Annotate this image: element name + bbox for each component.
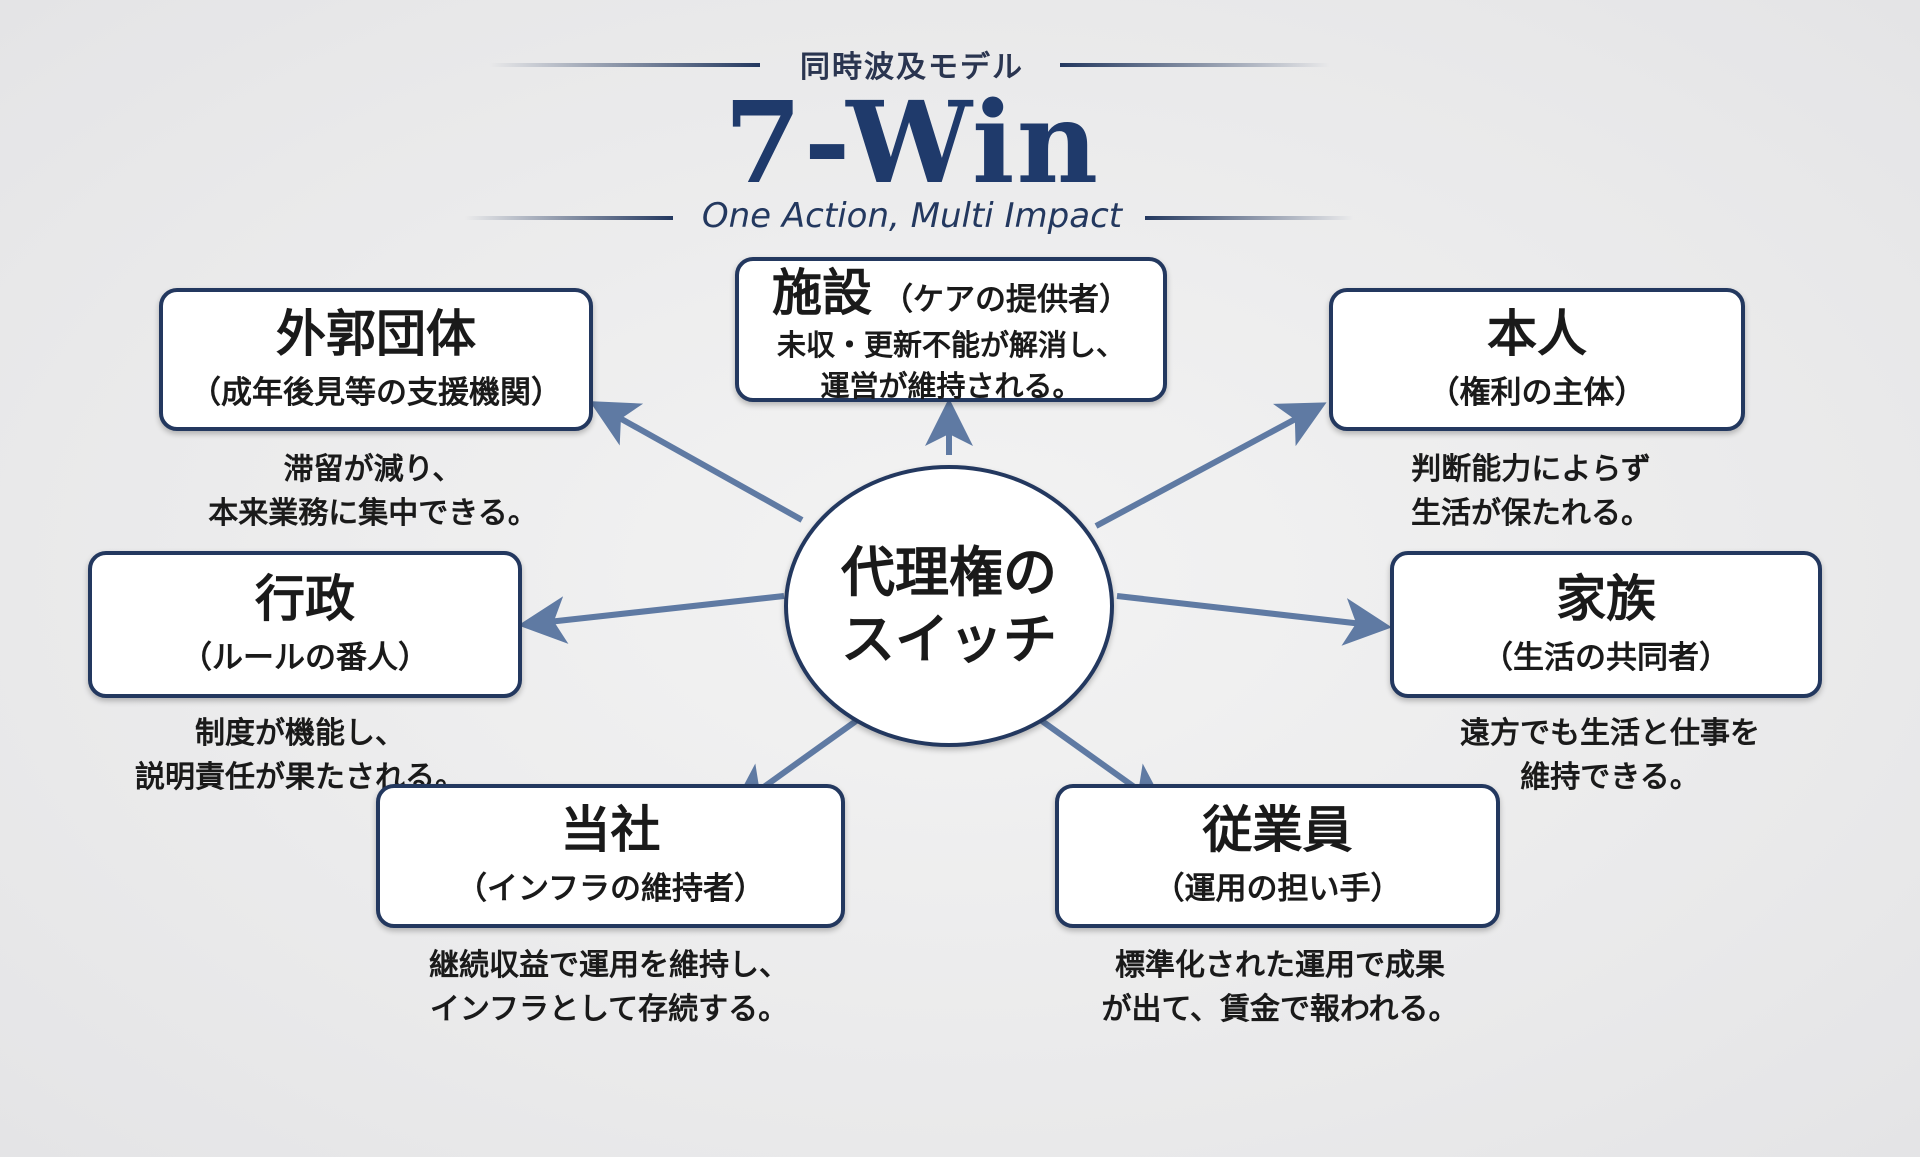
node-title: 外郭団体 xyxy=(276,304,476,363)
caption-line: 判断能力によらず xyxy=(1411,452,1651,487)
node-title: 従業員 xyxy=(1202,801,1353,860)
caption-employee: 標準化された運用で成果 が出て、賃金で報われる。 xyxy=(1060,944,1500,1031)
node-title: 施設 xyxy=(772,263,872,322)
caption-line: が出て、賃金で報われる。 xyxy=(1101,991,1459,1027)
node-role: （成年後見等の支援機関） xyxy=(190,374,562,411)
hub-circle: 代理権のスイッチ xyxy=(784,465,1114,747)
node-title: 行政 xyxy=(255,569,355,628)
caption-line: 本来業務に集中できる。 xyxy=(208,495,538,531)
node-title: 家族 xyxy=(1556,569,1656,628)
node-title: 当社 xyxy=(560,801,661,860)
node-facility: 施設 （ケアの提供者） 未収・更新不能が解消し、 運営が維持される。 xyxy=(735,257,1167,403)
tagline-rule-right xyxy=(1145,216,1353,220)
caption-family: 遠方でも生活と仕事を 維持できる。 xyxy=(1390,712,1830,799)
caption-line: インフラとして存続する。 xyxy=(429,991,789,1027)
model-kicker: 同時波及モデル xyxy=(800,50,1024,85)
tagline-rule-left xyxy=(465,216,673,220)
node-role: （インフラの維持者） xyxy=(455,871,766,908)
node-role: （権利の主体） xyxy=(1428,374,1646,411)
arrow-to-government xyxy=(518,593,785,644)
node-title: 本人 xyxy=(1487,304,1587,363)
node-role: （ルールの番人） xyxy=(181,639,429,676)
node-role: （運用の担い手） xyxy=(1153,871,1402,908)
caption-person: 判断能力によらず 生活が保たれる。 xyxy=(1311,448,1751,535)
tagline: One Action, Multi Impact xyxy=(701,196,1123,236)
node-family: 家族 （生活の共同者） xyxy=(1390,551,1822,698)
node-employee: 従業員 （運用の担い手） xyxy=(1055,784,1500,928)
node-external: 外郭団体 （成年後見等の支援機関） xyxy=(159,288,593,431)
arrow-to-external xyxy=(589,401,804,523)
node-role: （ケアの提供者） xyxy=(882,281,1130,318)
hub-line-1: 代理権の xyxy=(841,540,1057,604)
page-title: 7-Win xyxy=(723,78,1101,209)
caption-line: 維持できる。 xyxy=(1520,759,1700,795)
hub-line-2: スイッチ xyxy=(841,608,1057,671)
caption-line: 継続収益で運用を維持し、 xyxy=(429,948,789,983)
node-caption: 運営が維持される。 xyxy=(820,368,1082,403)
caption-line: 生活が保たれる。 xyxy=(1411,495,1651,531)
node-company: 当社 （インフラの維持者） xyxy=(376,784,845,928)
caption-line: 標準化された運用で成果 xyxy=(1115,948,1445,983)
node-person: 本人 （権利の主体） xyxy=(1329,288,1745,431)
caption-external: 滞留が減り、 本来業務に集中できる。 xyxy=(153,448,593,535)
node-role: （生活の共同者） xyxy=(1482,639,1730,676)
caption-company: 継続収益で運用を維持し、 インフラとして存続する。 xyxy=(389,944,829,1031)
caption-line: 滞留が減り、 xyxy=(283,452,463,487)
header-rule-left xyxy=(490,63,760,67)
arrow-to-family xyxy=(1116,593,1392,646)
node-caption: 未収・更新不能が解消し、 xyxy=(776,327,1125,362)
caption-line: 遠方でも生活と仕事を xyxy=(1460,716,1760,751)
header-rule-right xyxy=(1060,63,1330,67)
node-government: 行政 （ルールの番人） xyxy=(88,551,522,698)
caption-line: 制度が機能し、 xyxy=(195,716,405,751)
arrow-to-person xyxy=(1094,402,1327,529)
